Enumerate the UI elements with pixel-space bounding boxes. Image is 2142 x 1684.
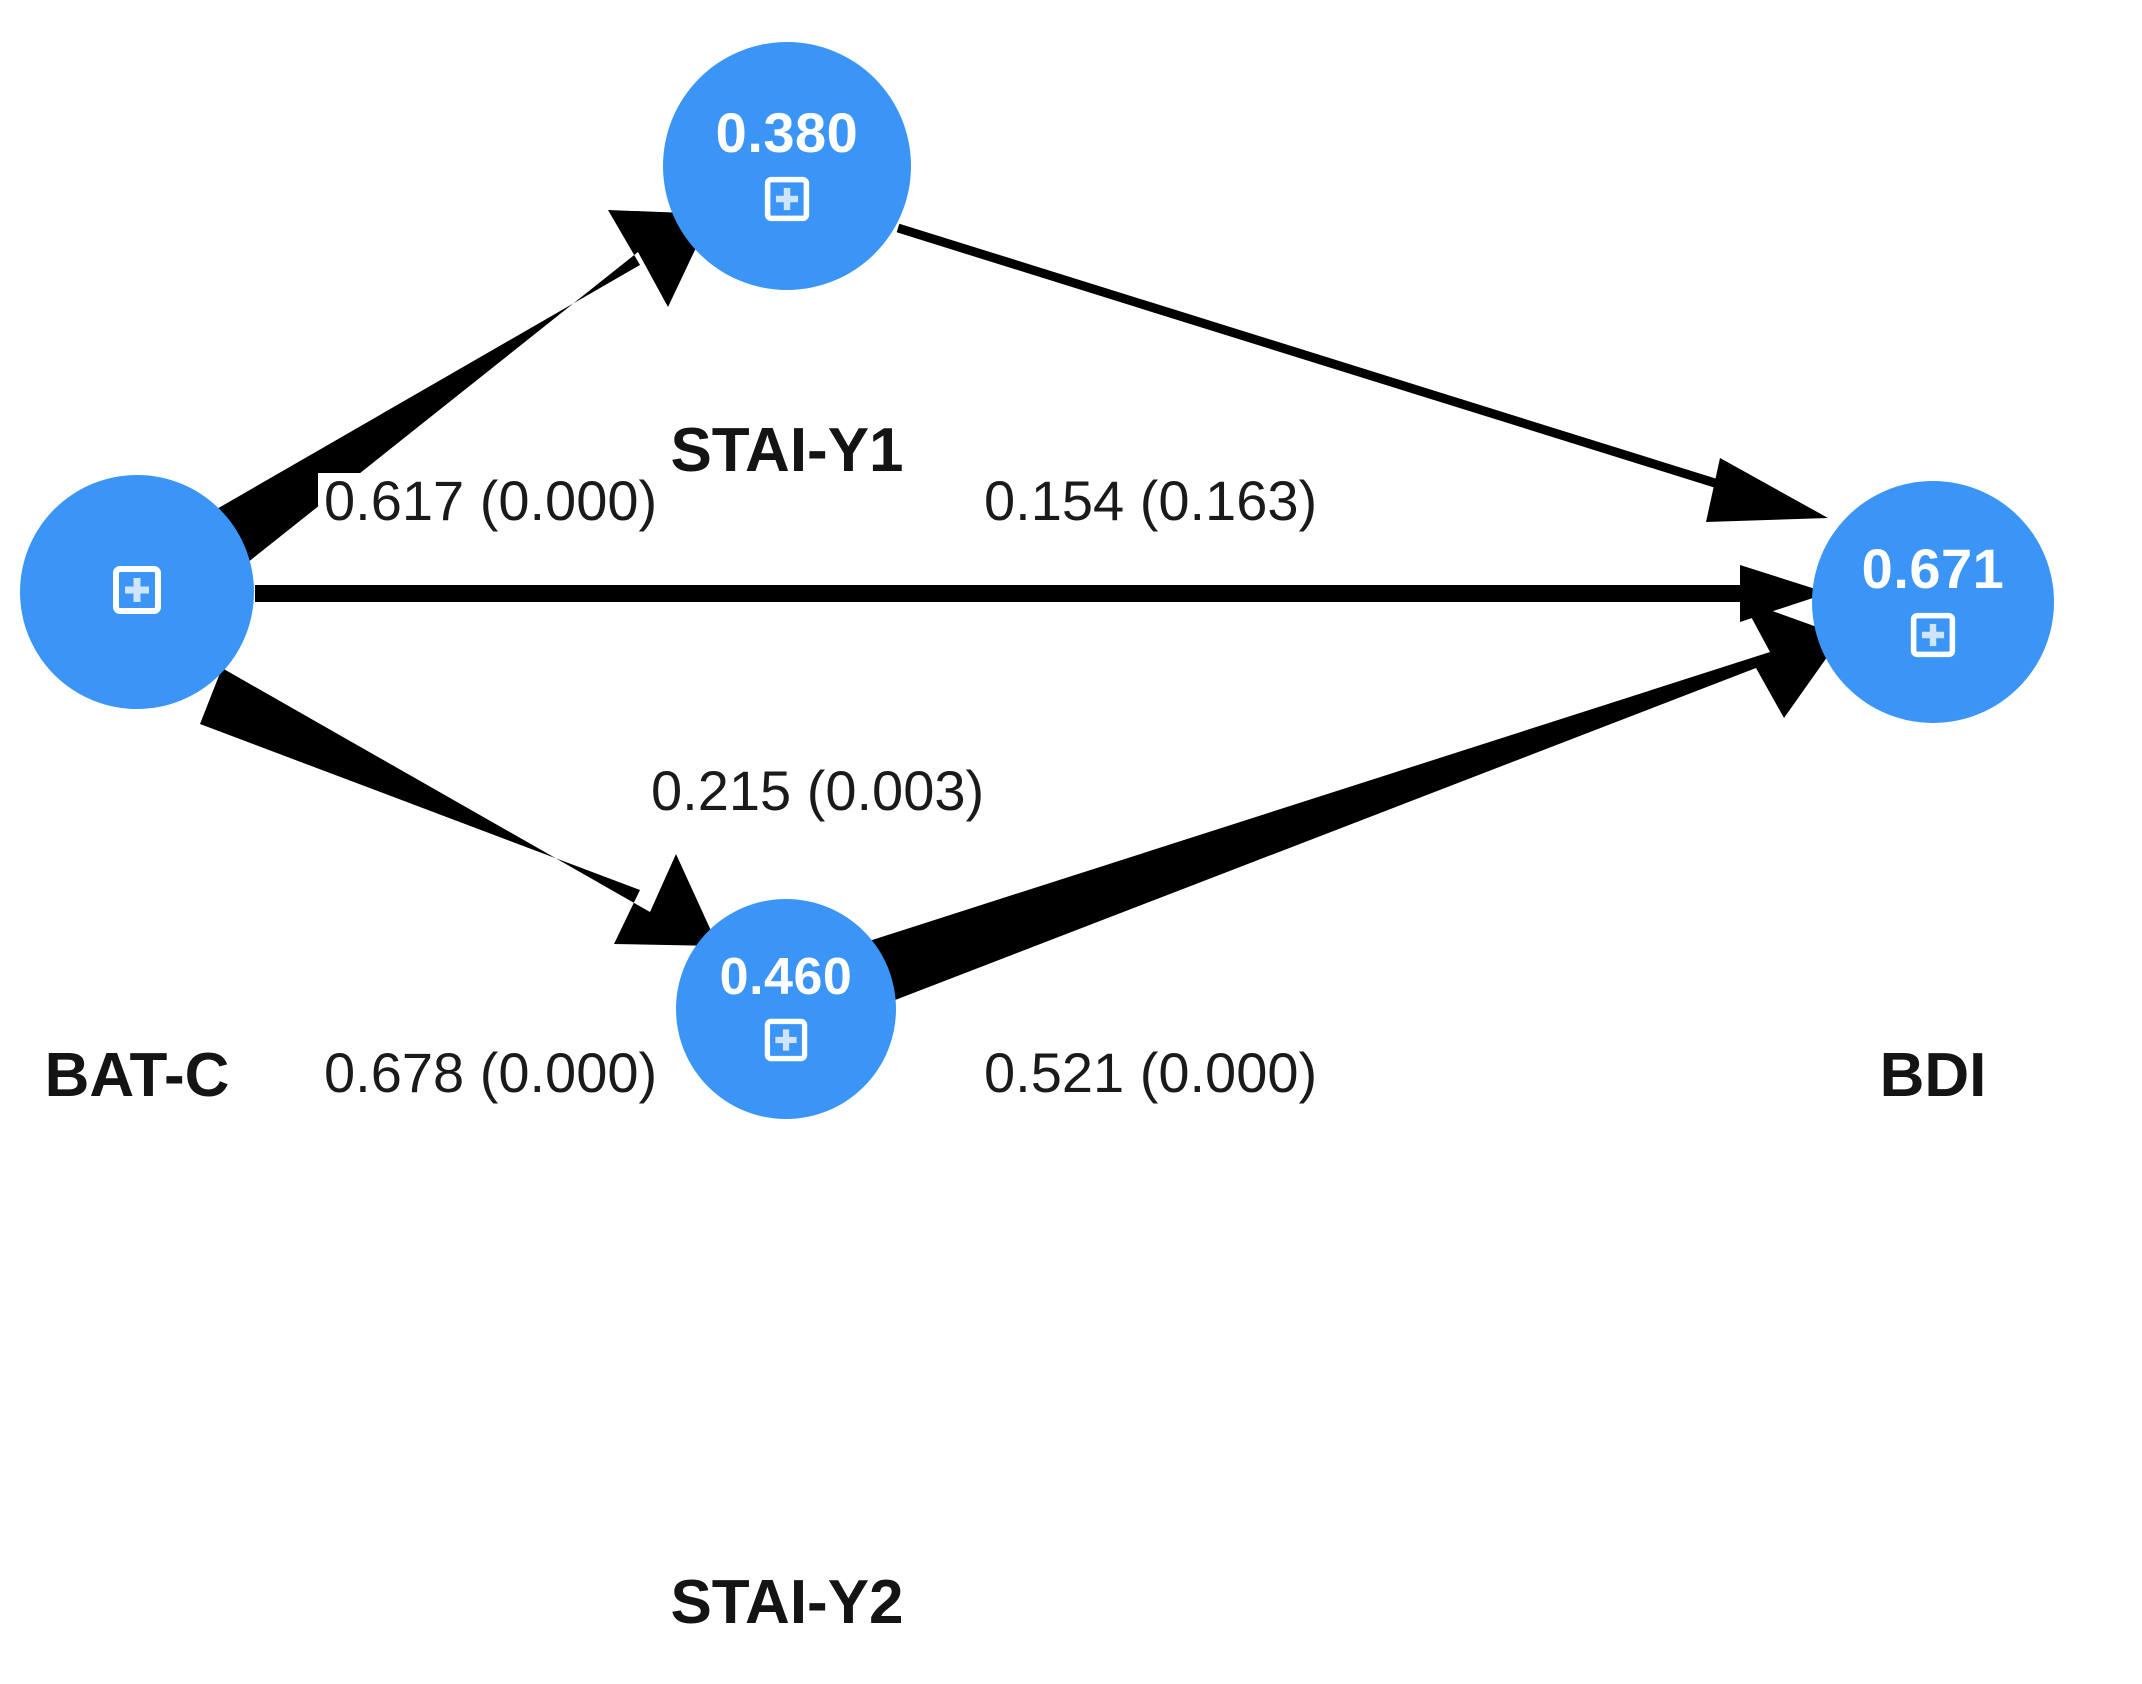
node-label-bdi: BDI	[1879, 1041, 1987, 1110]
node-stai-y2[interactable]: 0.460	[676, 899, 896, 1119]
node-bdi-r2: 0.671	[1861, 536, 2005, 600]
node-stai-y1-r2: 0.380	[715, 100, 859, 164]
plus-square-icon[interactable]	[1909, 611, 1957, 664]
plus-square-icon[interactable]	[763, 1017, 809, 1068]
edge-label-stai-y2-to-bdi: 0.521 (0.000)	[978, 1045, 1324, 1101]
node-bdi[interactable]: 0.671	[1812, 481, 2054, 723]
arrow-stai-y2-to-bdi	[866, 600, 1842, 1002]
node-bat-c[interactable]	[20, 475, 254, 709]
node-label-stai-y1: STAI-Y1	[670, 416, 904, 485]
edge-label-bat-c-to-bdi: 0.215 (0.003)	[645, 763, 991, 819]
edge-label-bat-c-to-stai-y1: 0.617 (0.000)	[318, 473, 664, 529]
node-stai-y1[interactable]: 0.380	[663, 42, 911, 290]
edge-label-stai-y1-to-bdi: 0.154 (0.163)	[978, 473, 1324, 529]
plus-square-icon[interactable]	[111, 564, 163, 621]
edge-label-bat-c-to-stai-y2: 0.678 (0.000)	[318, 1045, 664, 1101]
node-label-bat-c: BAT-C	[44, 1041, 230, 1110]
arrow-stai-y1-to-bdi	[896, 223, 1828, 522]
arrow-bat-c-to-bdi	[255, 565, 1828, 622]
arrow-bat-c-to-stai-y2	[200, 668, 718, 946]
node-label-stai-y2: STAI-Y2	[670, 1568, 904, 1637]
plus-square-icon[interactable]	[763, 175, 811, 228]
node-stai-y2-r2: 0.460	[719, 947, 853, 1006]
